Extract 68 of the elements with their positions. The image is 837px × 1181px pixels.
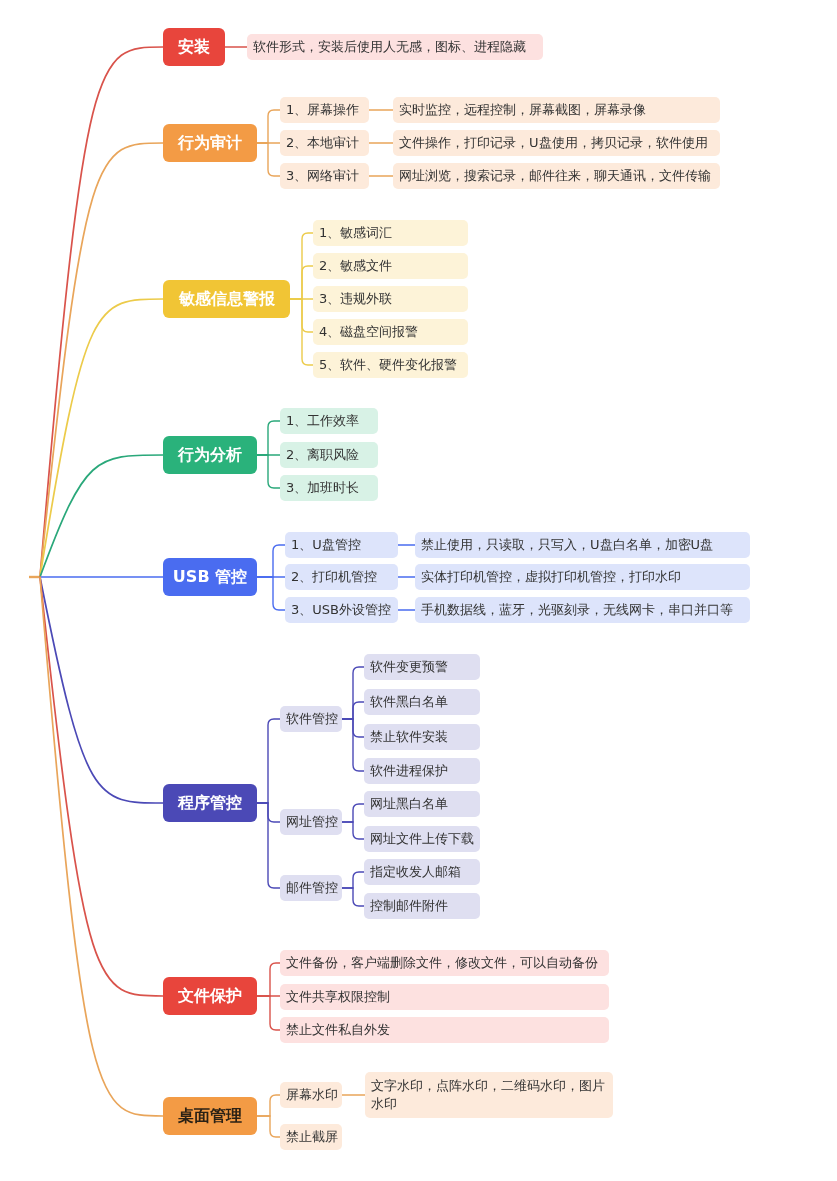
topic-box: USB 管控: [163, 558, 257, 596]
connector-line: [397, 576, 416, 578]
subtopic-box: 1、屏幕操作: [280, 97, 369, 123]
detail-box: 文字水印，点阵水印，二维码水印，图片水印: [365, 1072, 613, 1118]
subtopic-box: 3、网络审计: [280, 163, 369, 189]
subtopic-box: 2、本地审计: [280, 130, 369, 156]
topic-box: 行为分析: [163, 436, 257, 474]
subtopic-box: 网址管控: [280, 809, 342, 835]
detail-box: 实时监控，远程控制，屏幕截图，屏幕录像: [393, 97, 720, 123]
detail-box: 网址黑白名单: [364, 791, 480, 817]
topic-box: 文件保护: [163, 977, 257, 1015]
subtopic-box: 1、工作效率: [280, 408, 378, 434]
subtopic-box: 5、软件、硬件变化报警: [313, 352, 468, 378]
detail-box: 软件进程保护: [364, 758, 480, 784]
topic-box: 安装: [163, 28, 225, 66]
subtopic-box: 软件管控: [280, 706, 342, 732]
connector-line: [368, 175, 394, 177]
connector-line: [39, 142, 164, 578]
connector-line: [39, 576, 164, 1117]
subtopic-box: 1、敏感词汇: [313, 220, 468, 246]
connector-line: [341, 1094, 366, 1096]
connector-line: [224, 46, 248, 48]
detail-box: 网址文件上传下载: [364, 826, 480, 852]
connector-line: [39, 298, 164, 578]
topic-box: 行为审计: [163, 124, 257, 162]
connector-line: [256, 576, 286, 611]
subtopic-box: 3、违规外联: [313, 286, 468, 312]
detail-box: 指定收发人邮箱: [364, 859, 480, 885]
detail-box: 软件黑白名单: [364, 689, 480, 715]
connector-line: [368, 142, 394, 144]
subtopic-box: 2、打印机管控: [285, 564, 398, 590]
subtopic-box: 2、离职风险: [280, 442, 378, 468]
subtopic-box: 1、U盘管控: [285, 532, 398, 558]
connector-line: [341, 887, 365, 907]
topic-box: 敏感信息警报: [163, 280, 290, 318]
subtopic-box: 4、磁盘空间报警: [313, 319, 468, 345]
connector-line: [368, 109, 394, 111]
detail-box: 禁止文件私自外发: [280, 1017, 609, 1043]
subtopic-box: 3、USB外设管控: [285, 597, 398, 623]
subtopic-box: 禁止截屏: [280, 1124, 342, 1150]
connector-line: [341, 821, 365, 840]
detail-box: 软件变更预警: [364, 654, 480, 680]
subtopic-box: 3、加班时长: [280, 475, 378, 501]
detail-box: 软件形式，安装后使用人无感，图标、进程隐藏: [247, 34, 543, 60]
detail-box: 网址浏览，搜索记录，邮件往来，聊天通讯，文件传输: [393, 163, 720, 189]
connector-line: [39, 454, 164, 578]
topic-box: 程序管控: [163, 784, 257, 822]
connector-line: [256, 995, 281, 1031]
connector-line: [397, 609, 416, 611]
detail-box: 实体打印机管控，虚拟打印机管控，打印水印: [415, 564, 750, 590]
detail-box: 禁止软件安装: [364, 724, 480, 750]
detail-box: 文件操作，打印记录，U盘使用，拷贝记录，软件使用: [393, 130, 720, 156]
connector-line: [256, 454, 281, 489]
connector-line: [256, 802, 281, 889]
detail-box: 文件备份，客户端删除文件，修改文件，可以自动备份: [280, 950, 609, 976]
detail-box: 禁止使用，只读取，只写入，U盘白名单，加密U盘: [415, 532, 750, 558]
connector-line: [289, 298, 314, 366]
subtopic-box: 2、敏感文件: [313, 253, 468, 279]
subtopic-box: 邮件管控: [280, 875, 342, 901]
connector-line: [256, 1115, 281, 1138]
detail-box: 文件共享权限控制: [280, 984, 609, 1010]
subtopic-box: 屏幕水印: [280, 1082, 342, 1108]
detail-box: 控制邮件附件: [364, 893, 480, 919]
connector-line: [397, 544, 416, 546]
topic-box: 桌面管理: [163, 1097, 257, 1135]
detail-box: 手机数据线，蓝牙，光驱刻录，无线网卡，串口并口等: [415, 597, 750, 623]
connector-line: [39, 576, 164, 578]
connector-line: [256, 142, 281, 177]
